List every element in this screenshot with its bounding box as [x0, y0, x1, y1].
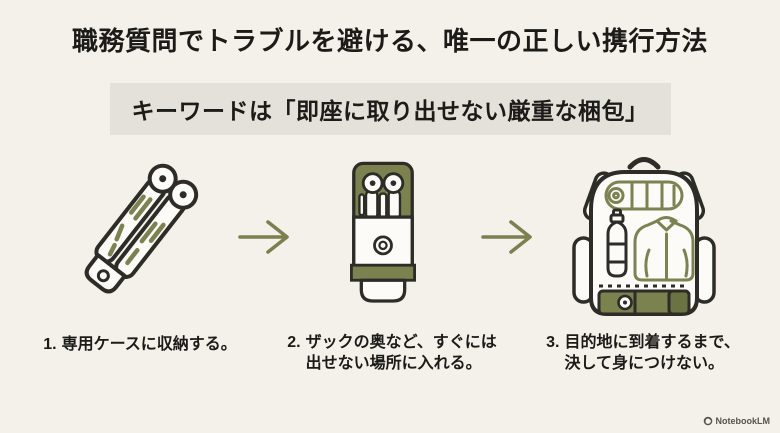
- arrow-right-icon: [238, 220, 289, 254]
- step-1-text-line1: 専用ケースに収納する。: [61, 336, 237, 353]
- keyword-banner-row: キーワードは「即座に取り出せない厳重な梱包」: [0, 83, 780, 135]
- step-3-caption: 3. 目的地に到着するまで、 決して身につけない。: [518, 332, 768, 375]
- step-2-caption: 2. ザックの奥など、すぐには 出せない場所に入れる。: [267, 332, 517, 375]
- step-1-number: 1.: [43, 336, 57, 353]
- watermark: NotebookLM: [703, 416, 771, 426]
- page-title: 職務質問でトラブルを避ける、唯一の正しい携行方法: [71, 26, 708, 56]
- step-2-number: 2.: [287, 334, 301, 351]
- multitool-icon: [84, 163, 199, 294]
- arrow-right-icon: [481, 220, 532, 254]
- step-2-text-line1: ザックの奥など、すぐには: [305, 334, 497, 351]
- notebooklm-logo-icon: [703, 416, 712, 426]
- watermark-text: NotebookLM: [715, 416, 771, 426]
- tool-in-case-icon: [350, 161, 416, 303]
- step-2-text-line2: 出せない場所に入れる。: [305, 355, 482, 373]
- step-3-text-line2: 決して身につけない。: [564, 355, 725, 373]
- step-3-text-line1: 目的地に到着するまで、: [564, 334, 740, 351]
- backpack-icon: [572, 157, 716, 316]
- keyword-banner: キーワードは「即座に取り出せない厳重な梱包」: [109, 83, 671, 135]
- step-3-number: 3.: [546, 334, 560, 351]
- step-1-caption: 1. 専用ケースに収納する。: [15, 334, 265, 355]
